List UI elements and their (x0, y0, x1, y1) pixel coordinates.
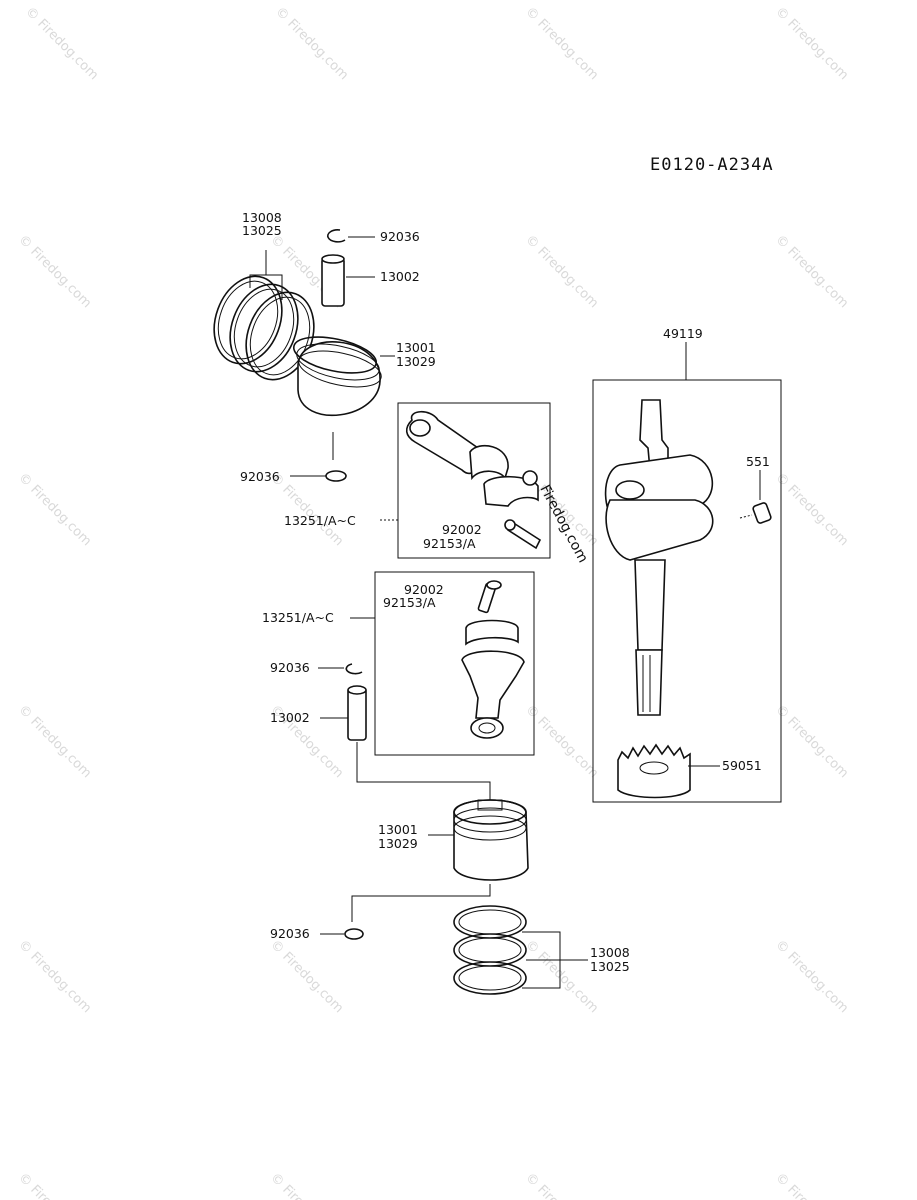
watermark: © Firedog.com (522, 4, 601, 83)
piston-rings-bottom (453, 905, 588, 995)
connecting-rod-bottom (350, 580, 525, 739)
label-92002-b: 92002 (404, 582, 444, 597)
label-92036-a: 92036 (380, 229, 420, 244)
conrod-box-bottom (374, 571, 535, 756)
label-13025-b: 13025 (590, 959, 630, 974)
watermark: © Firedog.com (267, 937, 346, 1016)
watermark: © Firedog.com (15, 702, 94, 781)
label-92036-c: 92036 (270, 660, 310, 675)
label-92153-a: 92153/A (423, 536, 476, 551)
watermark: © Firedog.com (22, 4, 101, 83)
snap-ring-top (326, 229, 375, 243)
conrod-box-top (397, 402, 551, 559)
watermark: © Firedog.com (272, 4, 351, 83)
label-13251-b: 13251/A~C (262, 610, 334, 625)
watermark: © Firedog.com (15, 232, 94, 311)
snap-ring-bottom (318, 663, 363, 675)
label-551: 551 (746, 454, 770, 469)
label-49119: 49119 (663, 326, 703, 341)
crank-gear (617, 743, 720, 799)
label-92153-b: 92153/A (383, 595, 436, 610)
label-13008-top: 13008 (242, 210, 282, 225)
watermark: © Firedog.com (15, 470, 94, 549)
watermark: © Firedog.com (267, 1170, 346, 1200)
pin-551 (739, 470, 772, 524)
watermark: © Firedog.com (772, 470, 851, 549)
piston-pin-top (321, 254, 375, 307)
label-59051: 59051 (722, 758, 762, 773)
crankshaft-box (592, 379, 782, 803)
watermark: © Firedog.com (772, 1170, 851, 1200)
label-13008-b: 13008 (590, 945, 630, 960)
watermark: © Firedog.com (15, 1170, 94, 1200)
label-92036-d: 92036 (270, 926, 310, 941)
diagram-code: E0120-A234A (650, 155, 774, 175)
label-13025-top: 13025 (242, 223, 282, 238)
watermark: © Firedog.com (522, 232, 601, 311)
snap-ring-bottom-lower (320, 928, 364, 940)
label-13251-a: 13251/A~C (284, 513, 356, 528)
label-92036-b: 92036 (240, 469, 280, 484)
label-13002-b: 13002 (270, 710, 310, 725)
label-13029-b: 13029 (378, 836, 418, 851)
label-92002-a: 92002 (442, 522, 482, 537)
watermark: © Firedog.com (772, 937, 851, 1016)
piston-pin-bottom (320, 685, 491, 800)
piston-top (292, 336, 395, 460)
label-13029-a: 13029 (396, 354, 436, 369)
watermark: © Firedog.com (772, 4, 851, 83)
watermark: © Firedog.com (522, 1170, 601, 1200)
watermark: © Firedog.com (772, 702, 851, 781)
crankshaft (604, 399, 714, 716)
label-13002-a: 13002 (380, 269, 420, 284)
piston-bottom (351, 799, 529, 922)
label-13001-a: 13001 (396, 340, 436, 355)
watermark: © Firedog.com (772, 232, 851, 311)
snap-ring-top-lower (290, 470, 347, 482)
connecting-rod-top (380, 410, 542, 550)
watermark: © Firedog.com (15, 937, 94, 1016)
label-13001-b: 13001 (378, 822, 418, 837)
